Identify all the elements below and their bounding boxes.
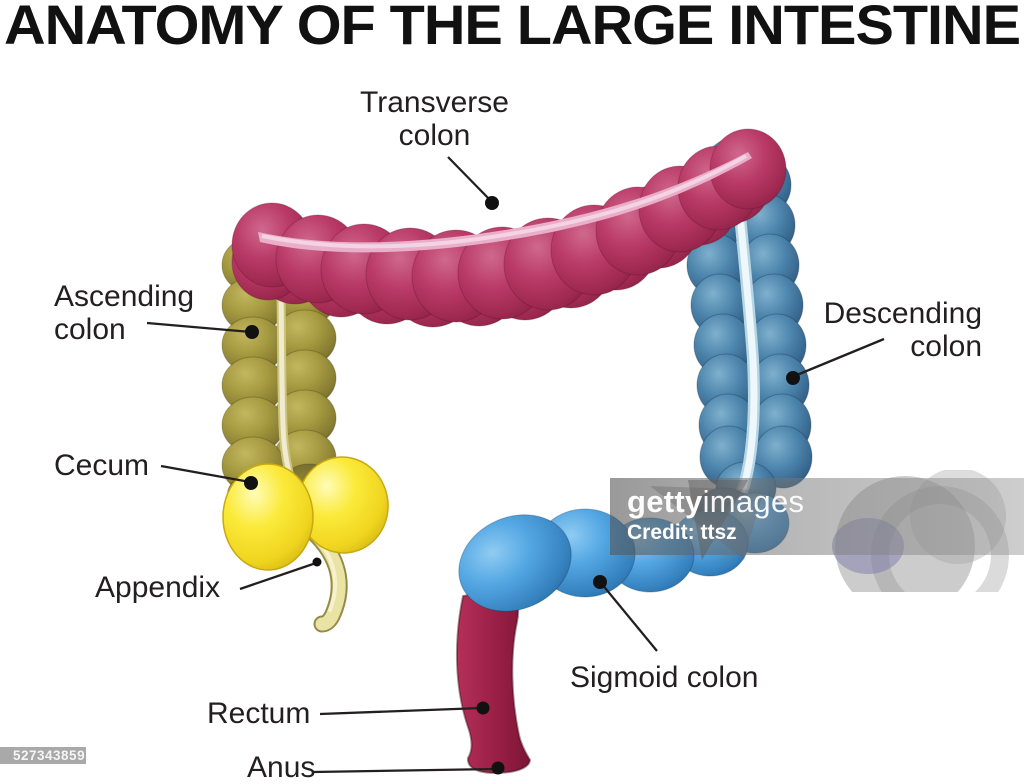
sigmoid-colon-pointer-dot [593, 575, 607, 589]
transverse-colon-pointer [447, 156, 493, 203]
watermark-credit: Credit: ttsz [627, 521, 737, 544]
getty-logo-bold: getty [627, 484, 703, 519]
label-ascending-colon: Ascending colon [54, 280, 195, 346]
pointer-lines [146, 156, 885, 775]
ascending-colon-pointer [146, 321, 252, 334]
label-rectum: Rectum [207, 697, 311, 730]
getty-logo-light: images [702, 484, 805, 519]
sigmoid-colon-pointer [600, 582, 658, 652]
descending-colon-pointer-dot [786, 371, 800, 385]
label-cecum: Cecum [54, 449, 150, 482]
cecum-shape [222, 456, 389, 571]
cecum-pointer [160, 464, 251, 484]
ascending-colon-pointer-dot [245, 325, 259, 339]
getty-watermark-bar: gettyimages Credit: ttsz [610, 478, 1024, 555]
watermark-asset-id: 527343859 [0, 747, 86, 764]
anus-pointer [312, 767, 497, 774]
label-anus: Anus [247, 751, 316, 784]
label-sigmoid-colon: Sigmoid colon [570, 661, 759, 694]
cecum-pointer-dot [244, 476, 258, 490]
transverse-colon-shape [231, 128, 787, 328]
getty-logo: gettyimages [627, 486, 1024, 518]
page-title: ANATOMY OF THE LARGE INTESTINE [4, 0, 1021, 56]
label-descending-colon: Descending colon [823, 297, 982, 363]
transverse-colon-taenia-band [258, 152, 752, 253]
rectum-shape [455, 586, 532, 775]
appendix-pointer-dot [312, 557, 322, 567]
page-title-text: ANATOMY OF THE LARGE INTESTINE [4, 0, 1021, 56]
transverse-colon-pointer-dot [485, 196, 499, 210]
descending-colon-pointer [791, 337, 885, 379]
rectum-pointer-dot [476, 701, 490, 715]
anus-pointer-dot [491, 761, 505, 775]
label-appendix: Appendix [95, 571, 221, 604]
appendix-pointer [239, 561, 317, 591]
label-transverse-colon: Transverse colon [360, 86, 509, 152]
rectum-pointer [319, 706, 483, 716]
